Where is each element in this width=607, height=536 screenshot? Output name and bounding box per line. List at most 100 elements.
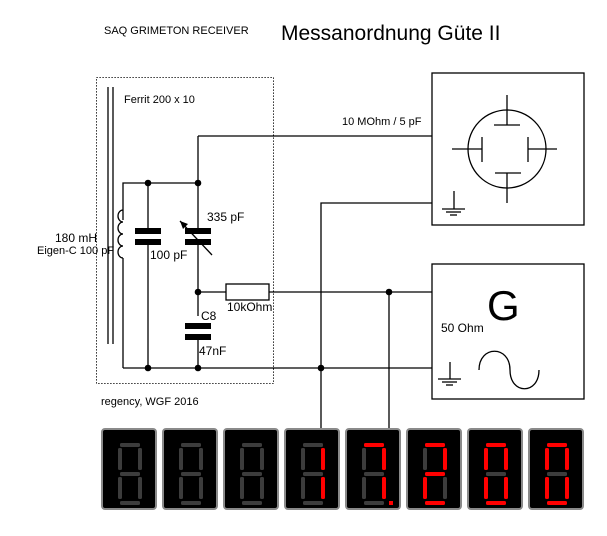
junction (144, 179, 152, 187)
segment-f (240, 448, 244, 470)
segment-c (565, 477, 569, 499)
segment-f (301, 448, 305, 470)
segment-g (486, 472, 506, 476)
coupling-cap-name: C8 (201, 309, 217, 323)
junction (194, 288, 202, 296)
digit-7 (528, 428, 584, 510)
fixed-cap-label: 100 pF (150, 248, 188, 262)
capacitor-plate (185, 228, 211, 234)
segment-e (362, 477, 366, 499)
digit-6 (467, 428, 523, 510)
segment-g (303, 472, 323, 476)
segment-b (382, 448, 386, 470)
segment-c (138, 477, 142, 499)
segment-c (260, 477, 264, 499)
segment-a (364, 443, 384, 447)
segment-e (240, 477, 244, 499)
segment-d (181, 501, 201, 505)
ferrite-label: Ferrit 200 x 10 (124, 94, 195, 106)
segment-g (242, 472, 262, 476)
variable-cap-label: 335 pF (207, 210, 245, 224)
segment-d (486, 501, 506, 505)
capacitor-plate (185, 323, 211, 329)
self-capacitance-label: Eigen-C 100 pF (37, 245, 115, 257)
segment-a (242, 443, 262, 447)
segment-a (120, 443, 140, 447)
segment-c (199, 477, 203, 499)
segment-c (504, 477, 508, 499)
capacitor-plate (135, 228, 161, 234)
segment-a (425, 443, 445, 447)
segment-f (118, 448, 122, 470)
wire-scope-ground (320, 202, 432, 428)
segment-c (321, 477, 325, 499)
segment-d (242, 501, 262, 505)
capacitor-plate (185, 334, 211, 340)
segment-b (565, 448, 569, 470)
segment-b (443, 448, 447, 470)
ground-icon (442, 191, 465, 216)
segment-f (423, 448, 427, 470)
segment-d (547, 501, 567, 505)
segment-d (364, 501, 384, 505)
subtitle: SAQ GRIMETON RECEIVER (104, 25, 249, 37)
digit-3 (284, 428, 340, 510)
inductor-label: 180 mH (54, 231, 98, 245)
segment-f (484, 448, 488, 470)
segment-c (443, 477, 447, 499)
segment-g (181, 472, 201, 476)
segment-g (364, 472, 384, 476)
coupling-cap-value: 47nF (199, 344, 227, 358)
generator-impedance: 50 Ohm (441, 321, 484, 335)
wire-top (122, 182, 198, 220)
segment-e (301, 477, 305, 499)
digit-2 (223, 428, 279, 510)
digit-0 (101, 428, 157, 510)
junction (194, 179, 202, 187)
segment-c (382, 477, 386, 499)
antenna-enclosure (96, 77, 274, 384)
resistor-label: 10kOhm (227, 300, 273, 314)
generator-box (431, 263, 585, 400)
segment-g (425, 472, 445, 476)
segment-b (199, 448, 203, 470)
page-title: Messanordnung Güte II (281, 22, 501, 45)
junction (385, 288, 393, 296)
junction (317, 364, 325, 372)
segment-e (118, 477, 122, 499)
segment-a (181, 443, 201, 447)
digit-4 (345, 428, 401, 510)
generator-symbol: G (487, 282, 520, 329)
segment-b (321, 448, 325, 470)
segment-f (362, 448, 366, 470)
segment-d (425, 501, 445, 505)
segment-g (120, 472, 140, 476)
segment-b (260, 448, 264, 470)
oscilloscope-box (431, 72, 585, 226)
decimal-point (389, 501, 393, 505)
segment-d (120, 501, 140, 505)
segment-e (484, 477, 488, 499)
segment-e (545, 477, 549, 499)
segment-e (179, 477, 183, 499)
ground-icon (438, 362, 461, 386)
sine-wave-icon (478, 350, 540, 390)
junction (194, 364, 202, 372)
segment-d (303, 501, 323, 505)
digit-5 (406, 428, 462, 510)
resistor (225, 283, 270, 301)
segment-a (547, 443, 567, 447)
capacitor-plate (135, 239, 161, 245)
inductor (117, 209, 124, 259)
capacitor-plate (185, 239, 211, 245)
probe-label: 10 MOhm / 5 pF (342, 116, 422, 128)
digit-1 (162, 428, 218, 510)
credit-label: regency, WGF 2016 (101, 396, 199, 408)
segment-f (179, 448, 183, 470)
segment-a (486, 443, 506, 447)
junction (144, 364, 152, 372)
segment-a (303, 443, 323, 447)
segment-b (138, 448, 142, 470)
